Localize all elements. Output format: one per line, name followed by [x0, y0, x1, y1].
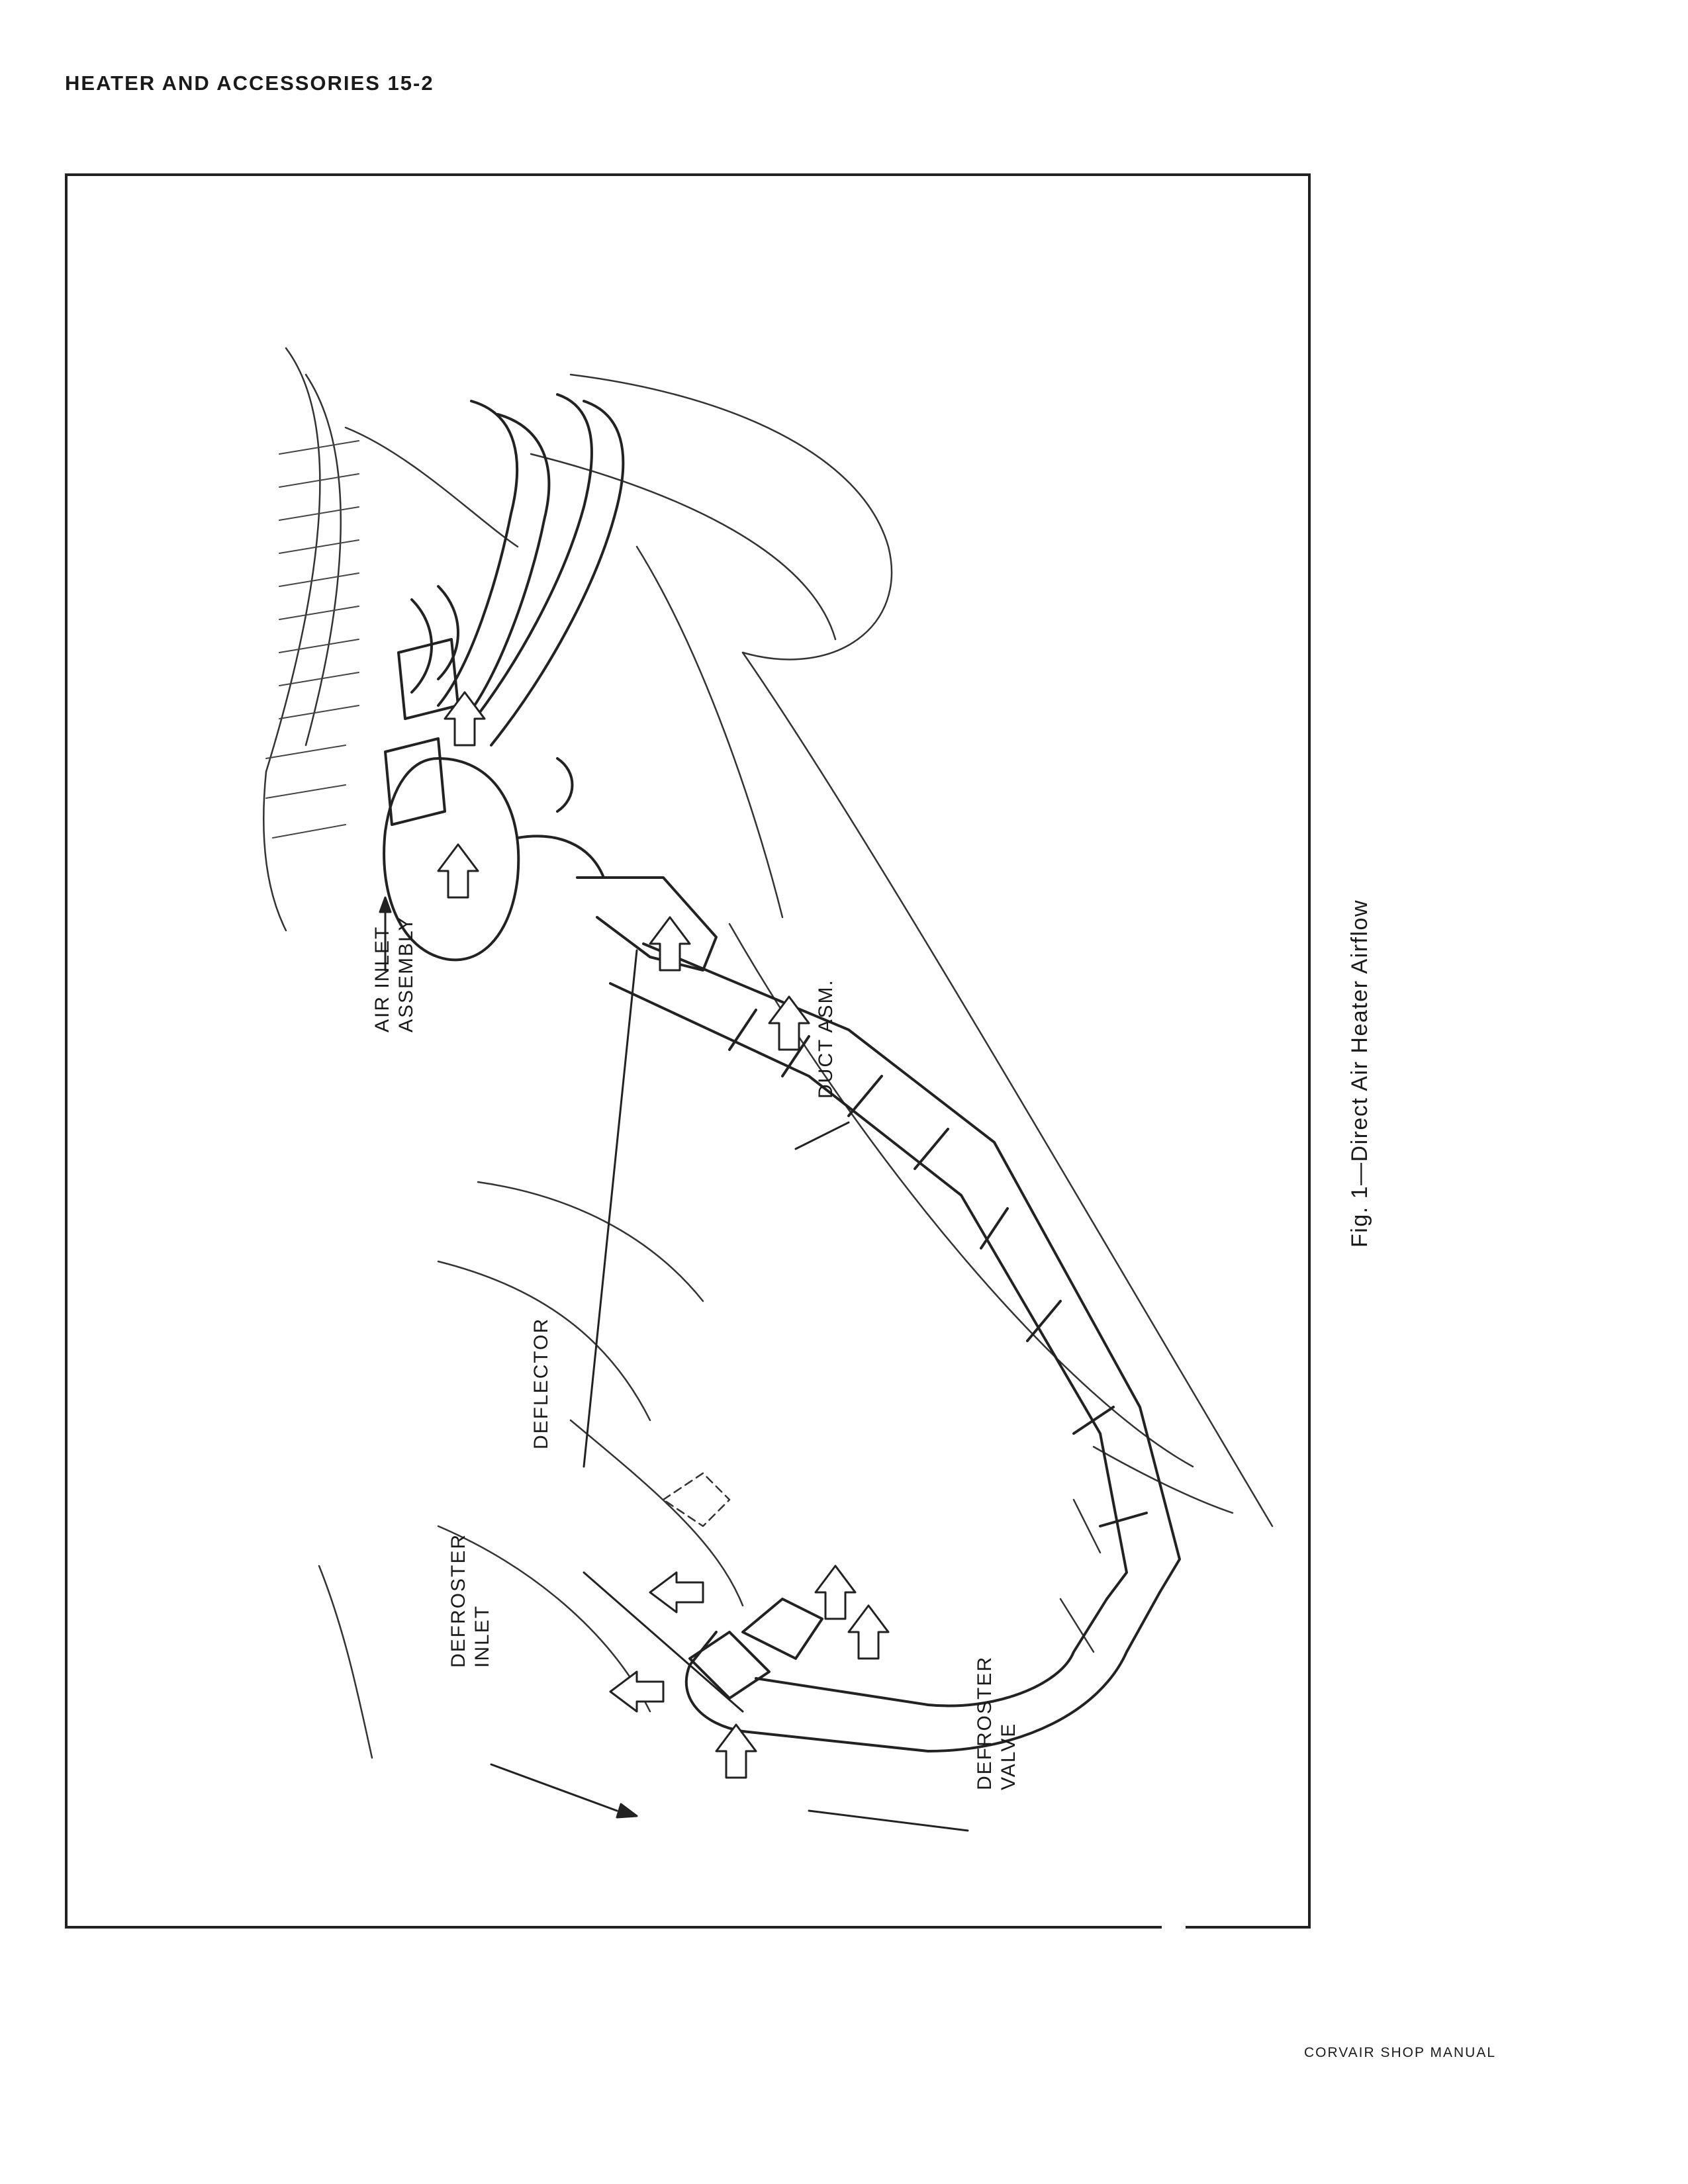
page-footer: CORVAIR SHOP MANUAL — [1303, 2045, 1496, 2060]
figure-frame — [65, 173, 1311, 1929]
air-inlet-label-line2: ASSEMBLY — [395, 916, 417, 1032]
duct-label: DUCT ASM. — [814, 979, 838, 1099]
duct-label-line: DUCT ASM. — [815, 979, 837, 1099]
heater-airflow-illustration — [263, 347, 1274, 1832]
defroster-valve-label: DEFROSTER VALVE — [973, 1656, 1021, 1790]
defroster-valve-label-line2: VALVE — [998, 1722, 1019, 1790]
figure-caption: Fig. 1—Direct Air Heater Airflow — [1347, 899, 1372, 1248]
floor-hatching — [265, 440, 359, 839]
inlet-housing — [383, 757, 718, 972]
air-inlet-label: AIR INLET ASSEMBLY — [371, 916, 418, 1032]
leader-lines — [379, 896, 969, 1832]
deflector-label: DEFLECTOR — [530, 1318, 553, 1449]
airflow-arrows — [437, 691, 890, 1779]
defroster-inlet-label: DEFROSTER INLET — [447, 1533, 494, 1668]
air-inlet-label-line1: AIR INLET — [371, 925, 393, 1032]
defroster-area — [684, 1591, 1161, 1752]
defroster-inlet-label-line2: INLET — [471, 1604, 493, 1668]
defroster-valve-label-line1: DEFROSTER — [974, 1655, 996, 1790]
page-header: HEATER AND ACCESSORIES 15-2 — [65, 71, 434, 95]
air-inlet-tubes — [384, 393, 625, 826]
deflector-label-line: DEFLECTOR — [530, 1317, 552, 1449]
duct-assembly — [609, 942, 1181, 1600]
defroster-inlet-label-line1: DEFROSTER — [447, 1533, 469, 1668]
frame-gap — [1162, 1923, 1186, 1931]
